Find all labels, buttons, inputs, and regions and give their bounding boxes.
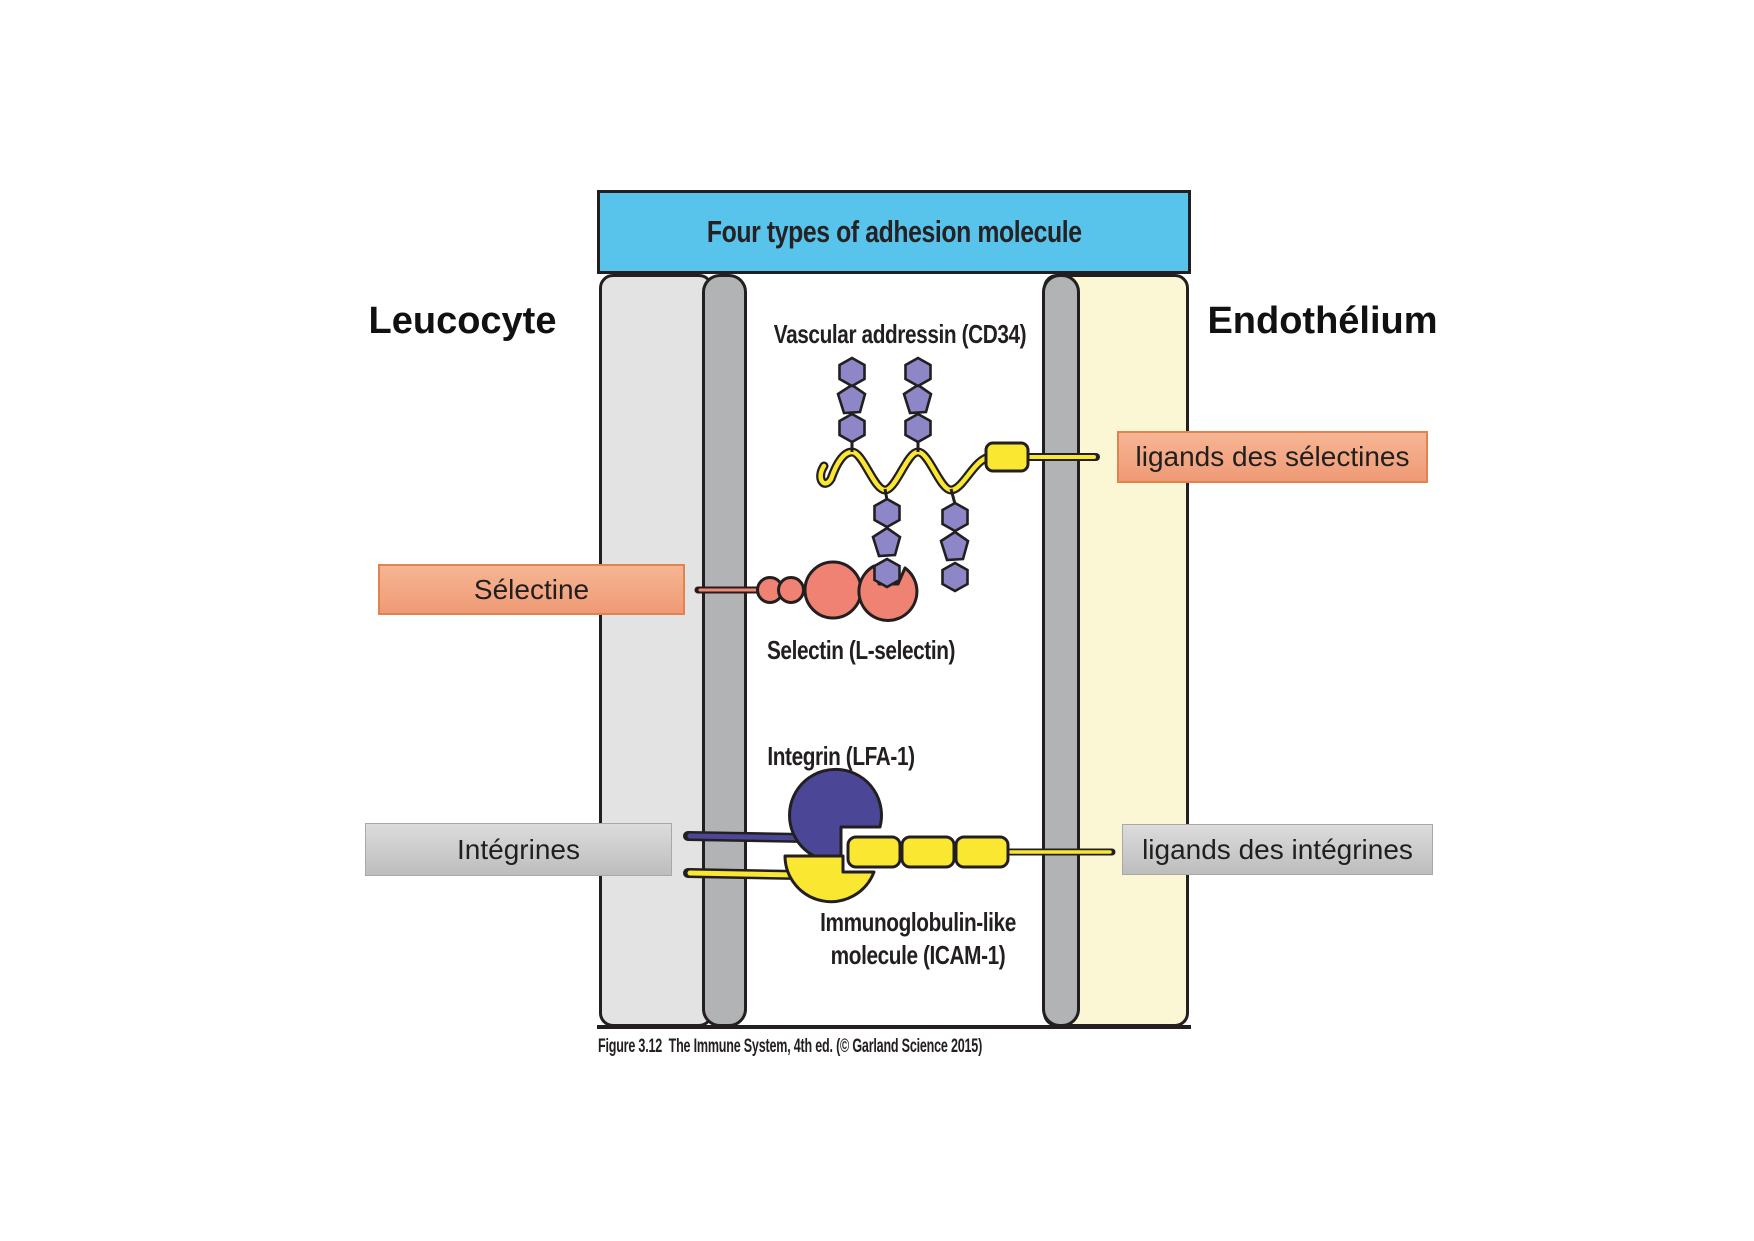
vascular-addressin-icon [816, 356, 1100, 593]
sugar-chain-icon [836, 356, 867, 452]
sugar-chain-icon [871, 488, 902, 589]
icam-label-line2: molecule (ICAM-1) [830, 940, 1006, 970]
figure-title-bar: Four types of adhesion molecule [597, 190, 1191, 274]
callout-ligands-integrines-text: ligands des intégrines [1142, 833, 1413, 865]
endothelium-membrane-band [1042, 274, 1080, 1027]
callout-selectine: Sélectine [378, 564, 685, 615]
callout-ligands-selectines: ligands des sélectines [1117, 431, 1428, 483]
endothelium-label: Endothélium [1207, 300, 1438, 342]
icam-label-line1: Immunoglobulin-like [820, 907, 1016, 937]
integrin-label: Integrin (LFA-1) [767, 741, 915, 771]
callout-integrines: Intégrines [365, 823, 672, 876]
leucocyte-cytoplasm-panel [599, 274, 713, 1027]
callout-ligands-selectines-text: ligands des sélectines [1135, 441, 1410, 472]
icam-label: Immunoglobulin-like molecule (ICAM-1) [806, 906, 1030, 972]
icam-icon [783, 854, 876, 904]
callout-integrines-text: Intégrines [457, 833, 580, 865]
figure-title: Four types of adhesion molecule [706, 214, 1082, 249]
sugar-chain-icon [939, 488, 970, 593]
figure-caption: Figure 3.12 The Immune System, 4th ed. (… [598, 1036, 983, 1057]
callout-ligands-integrines: ligands des intégrines [1122, 824, 1433, 875]
sugar-chain-icon [902, 356, 933, 452]
vascular-addressin-label: Vascular addressin (CD34) [773, 319, 1027, 349]
figure-bottom-border [597, 1025, 1191, 1029]
callout-selectine-text: Sélectine [473, 573, 590, 605]
selectin-label: Selectin (L-selectin) [766, 635, 956, 665]
leucocyte-label: Leucocyte [368, 300, 557, 342]
integrin-icam-complex-icon [683, 767, 1116, 904]
